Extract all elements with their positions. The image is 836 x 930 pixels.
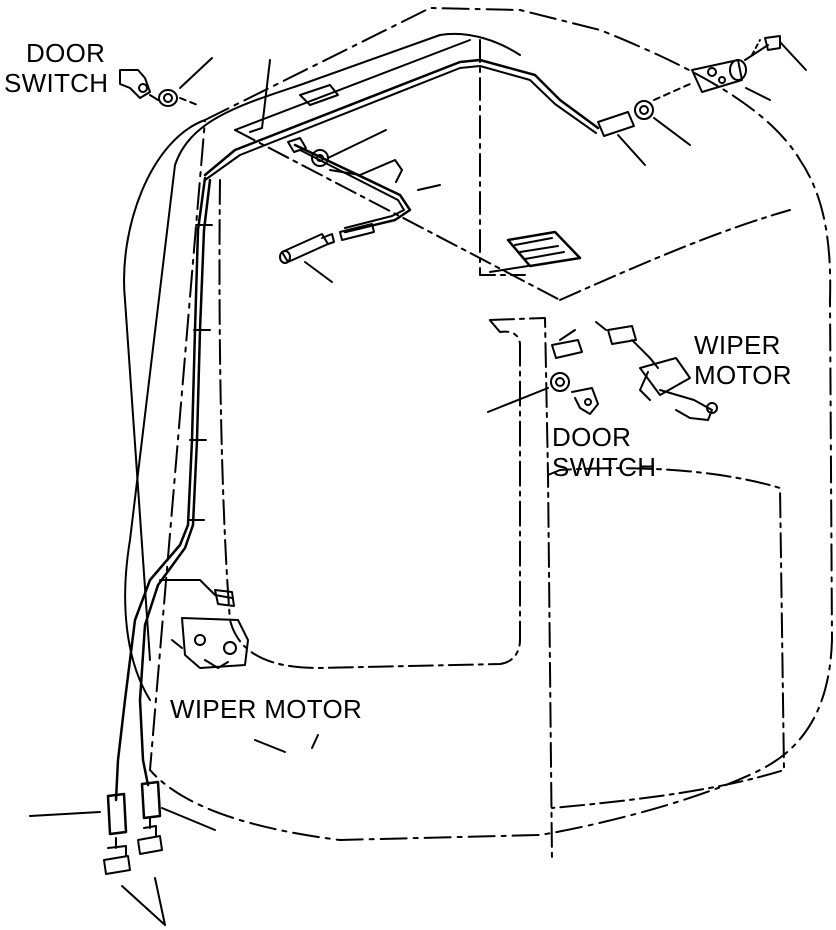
left-pillar-harness <box>116 178 232 800</box>
roof-wiper-motor-icon <box>692 36 806 100</box>
label-door-switch-top-left: DOOR SWITCH <box>4 38 108 98</box>
label-door-switch-right: DOOR SWITCH <box>552 422 656 482</box>
roof-plug-left-icon <box>280 224 374 282</box>
label-line: DOOR <box>26 38 106 68</box>
label-wiper-motor-bottom: WIPER MOTOR <box>170 694 363 724</box>
wiper-motor-right-icon <box>640 358 717 420</box>
leader-lines <box>255 185 440 752</box>
rear-window-frame <box>219 180 784 860</box>
label-line: WIPER <box>694 330 781 360</box>
label-line: SWITCH <box>552 452 657 482</box>
roof-harness <box>205 60 598 232</box>
bottom-connectors-icon <box>30 782 215 925</box>
label-wiper-motor-right: WIPER MOTOR <box>694 330 792 390</box>
door-switch-right-icon <box>488 373 598 414</box>
dome-lamp-icon <box>490 232 580 272</box>
wiper-motor-bottom-icon <box>172 590 248 668</box>
label-line: MOTOR <box>694 360 792 390</box>
door-switch-top-left-icon <box>120 58 212 106</box>
rear-connector-group <box>552 322 658 368</box>
label-line: SWITCH <box>4 68 109 98</box>
roof-connector-group <box>250 60 386 166</box>
roof-plug-right-icon <box>598 84 690 165</box>
label-line: DOOR <box>552 422 632 452</box>
